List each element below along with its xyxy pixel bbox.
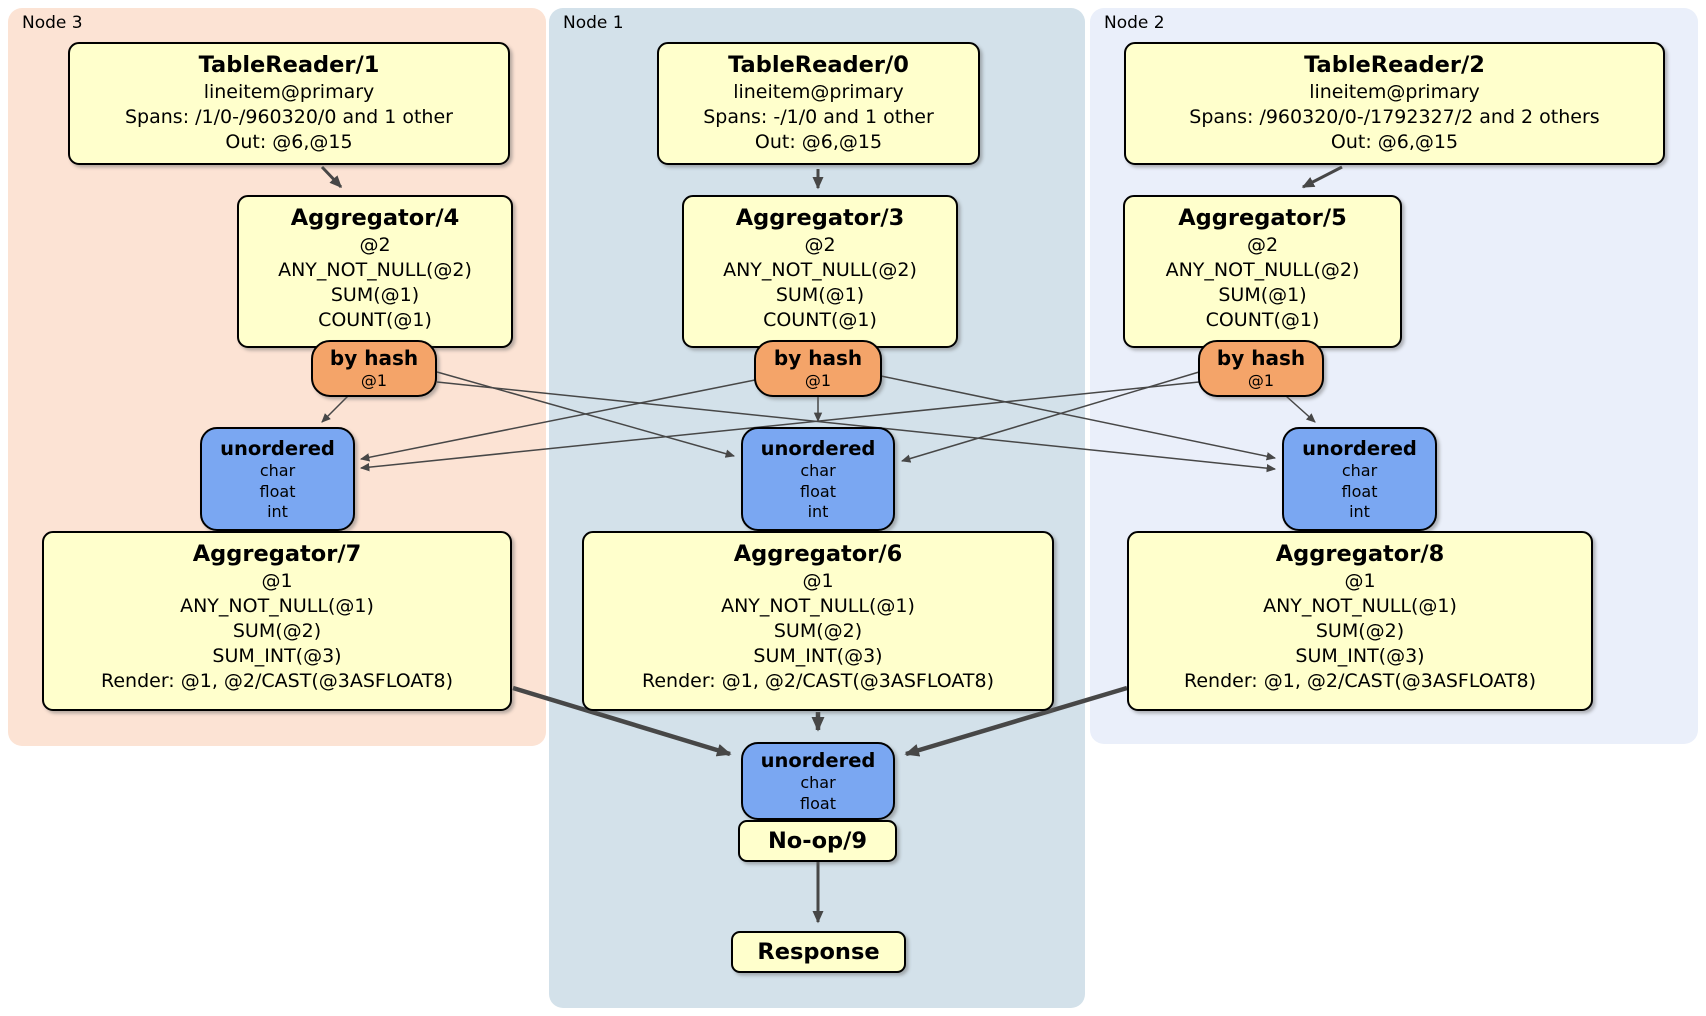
box-line: ANY_NOT_NULL(@2) xyxy=(1165,259,1360,281)
router-sync-edges xyxy=(321,371,1316,473)
box-line: lineitem@primary xyxy=(1309,81,1480,103)
box-line: ANY_NOT_NULL(@1) xyxy=(721,595,915,617)
box-line: ANY_NOT_NULL(@2) xyxy=(278,259,472,281)
aggregator-3-box: Aggregator/3 @2 ANY_NOT_NULL(@2) SUM(@1)… xyxy=(682,195,958,348)
router-sub: @1 xyxy=(804,371,832,390)
box-line: @2 xyxy=(1246,234,1279,256)
box-line: Out: @6,@15 xyxy=(1330,131,1459,153)
box-line: @1 xyxy=(1344,570,1376,592)
sync-line: float xyxy=(800,481,836,501)
box-title: TableReader/1 xyxy=(198,52,380,78)
box-title: Aggregator/3 xyxy=(735,205,905,231)
unordered-sync-node3: unordered char float int xyxy=(200,427,355,531)
box-title: TableReader/0 xyxy=(728,52,909,78)
box-line: COUNT(@1) xyxy=(318,309,432,331)
box-line: SUM(@1) xyxy=(330,284,420,306)
sync-line: float xyxy=(259,481,296,501)
box-title: Response xyxy=(757,939,880,965)
router-sub: @1 xyxy=(1247,371,1275,390)
node2-label: Node 2 xyxy=(1104,13,1165,33)
box-line: Render: @1, @2/CAST(@3ASFLOAT8) xyxy=(1184,670,1536,692)
box-line: ANY_NOT_NULL(@2) xyxy=(723,259,917,281)
response-box: Response xyxy=(731,931,906,973)
box-line: Spans: -/1/0 and 1 other xyxy=(703,106,934,128)
box-line: SUM(@2) xyxy=(773,620,863,642)
sync-line: float xyxy=(800,793,836,813)
unordered-sync-node2: unordered char float int xyxy=(1282,427,1437,531)
box-line: Spans: /960320/0-/1792327/2 and 2 others xyxy=(1189,106,1600,128)
box-title: Aggregator/6 xyxy=(733,541,903,567)
box-title: TableReader/2 xyxy=(1304,52,1485,78)
box-line: SUM_INT(@3) xyxy=(753,645,883,667)
node3-label: Node 3 xyxy=(22,13,83,33)
box-line: COUNT(@1) xyxy=(763,309,877,331)
box-line: Spans: /1/0-/960320/0 and 1 other xyxy=(125,106,453,128)
router-title: by hash xyxy=(329,346,419,370)
box-title: Aggregator/4 xyxy=(290,205,460,231)
box-line: ANY_NOT_NULL(@1) xyxy=(1263,595,1457,617)
box-line: @2 xyxy=(804,234,836,256)
box-title: Aggregator/8 xyxy=(1275,541,1445,567)
box-line: ANY_NOT_NULL(@1) xyxy=(180,595,374,617)
sync-title: unordered xyxy=(760,749,876,772)
sync-line: char xyxy=(1341,461,1378,480)
aggregator-5-box: Aggregator/5 @2 ANY_NOT_NULL(@2) SUM(@1)… xyxy=(1123,195,1402,348)
box-title: No-op/9 xyxy=(767,828,868,854)
sync-line: char xyxy=(800,773,836,792)
router-sub: @1 xyxy=(360,371,388,390)
box-line: SUM(@1) xyxy=(775,284,865,306)
unordered-sync-node1: unordered char float int xyxy=(741,427,895,531)
router-title: by hash xyxy=(773,346,863,370)
router-title: by hash xyxy=(1216,346,1306,370)
box-line: SUM(@2) xyxy=(232,620,322,642)
box-title: Aggregator/7 xyxy=(192,541,362,567)
box-line: Out: @6,@15 xyxy=(754,131,883,153)
final-merge-edges xyxy=(512,685,1128,757)
table-reader-0-box: TableReader/0 lineitem@primary Spans: -/… xyxy=(657,42,980,165)
sync-line: int xyxy=(1349,502,1370,521)
box-line: SUM(@2) xyxy=(1315,620,1405,642)
sync-line: char xyxy=(259,461,296,480)
box-line: Render: @1, @2/CAST(@3ASFLOAT8) xyxy=(101,670,453,692)
sync-title: unordered xyxy=(220,437,335,460)
aggregator-6-box: Aggregator/6 @1 ANY_NOT_NULL(@1) SUM(@2)… xyxy=(582,531,1054,711)
unordered-sync-final: unordered char float xyxy=(741,742,895,820)
noop-box: No-op/9 xyxy=(738,820,897,862)
box-line: SUM_INT(@3) xyxy=(212,645,342,667)
box-line: SUM_INT(@3) xyxy=(1295,645,1425,667)
box-line: Out: @6,@15 xyxy=(225,131,353,153)
aggregator-8-box: Aggregator/8 @1 ANY_NOT_NULL(@1) SUM(@2)… xyxy=(1127,531,1593,711)
hash-router-node2: by hash @1 xyxy=(1198,340,1324,397)
sync-line: float xyxy=(1341,481,1378,501)
box-line: @1 xyxy=(261,570,293,592)
table-reader-1-box: TableReader/1 lineitem@primary Spans: /1… xyxy=(68,42,510,165)
box-line: lineitem@primary xyxy=(203,81,375,103)
sync-line: char xyxy=(800,461,836,480)
sync-title: unordered xyxy=(1302,437,1417,460)
aggregator-7-box: Aggregator/7 @1 ANY_NOT_NULL(@1) SUM(@2)… xyxy=(42,531,512,711)
table-reader-2-box: TableReader/2 lineitem@primary Spans: /9… xyxy=(1124,42,1665,165)
reader-aggregator-edges xyxy=(320,165,1343,924)
hash-router-node3: by hash @1 xyxy=(311,340,437,397)
sync-line: int xyxy=(807,502,829,521)
box-line: @1 xyxy=(802,570,834,592)
box-line: @2 xyxy=(359,234,391,256)
sync-line: int xyxy=(267,502,288,521)
box-line: SUM(@1) xyxy=(1218,284,1307,306)
box-line: Render: @1, @2/CAST(@3ASFLOAT8) xyxy=(642,670,994,692)
hash-router-node1: by hash @1 xyxy=(754,340,882,397)
sync-title: unordered xyxy=(760,437,876,460)
box-line: COUNT(@1) xyxy=(1205,309,1320,331)
node1-label: Node 1 xyxy=(563,13,624,33)
aggregator-4-box: Aggregator/4 @2 ANY_NOT_NULL(@2) SUM(@1)… xyxy=(237,195,513,348)
box-line: lineitem@primary xyxy=(733,81,904,103)
box-title: Aggregator/5 xyxy=(1178,205,1347,231)
